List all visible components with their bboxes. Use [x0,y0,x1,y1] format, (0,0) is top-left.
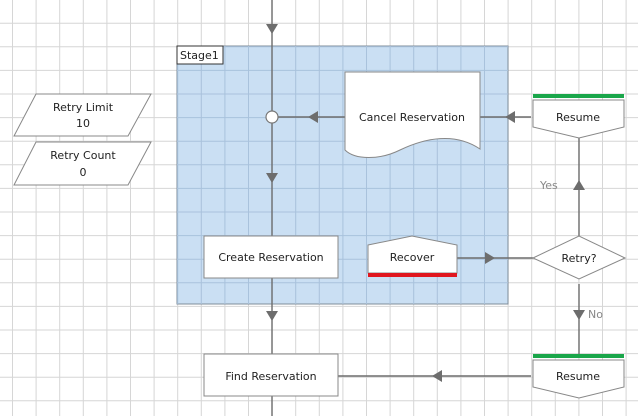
arrow-down-icon [266,173,278,183]
data-item-retry-count[interactable]: Retry Count 0 [13,141,152,186]
arrow-left-icon [432,370,442,382]
arrowheads [266,24,585,382]
data-item-name: Retry Count [50,149,116,162]
node-label: Retry? [561,252,596,265]
arrow-down-icon [573,310,585,320]
node-resume-top[interactable]: Resume [532,94,625,139]
resume-status-bar [533,354,624,358]
data-item-name: Retry Limit [53,101,114,114]
arrow-down-icon [266,311,278,321]
arrow-down-icon [266,24,278,34]
node-resume-bottom[interactable]: Resume [532,354,625,399]
resume-status-bar [533,94,624,98]
data-item-retry-limit[interactable]: Retry Limit 10 [13,93,152,137]
arrow-left-icon [308,111,318,123]
node-label: Find Reservation [225,370,316,383]
arrow-right-icon [485,252,495,264]
arrow-left-icon [505,111,515,123]
node-label: Recover [390,251,435,264]
arrow-up-icon [573,180,585,190]
node-retry-decision[interactable]: Retry? [531,235,627,280]
data-item-value: 10 [76,117,90,130]
node-find-reservation[interactable]: Find Reservation [203,353,339,397]
data-item-value: 0 [80,166,87,179]
node-label: Resume [556,370,600,383]
stage-label-box [176,45,224,65]
edge-label-no: No [588,308,603,321]
node-label: Resume [556,111,600,124]
node-cancel-reservation[interactable]: Cancel Reservation [344,71,481,158]
node-label: Cancel Reservation [359,111,465,124]
stage-label: Stage1 [180,49,219,62]
junction-anchor[interactable] [265,110,279,124]
node-create-reservation[interactable]: Create Reservation [203,235,339,279]
node-label: Create Reservation [218,251,323,264]
recover-status-bar [368,273,457,277]
node-recover[interactable]: Recover [367,235,458,277]
edge-label-yes: Yes [539,179,558,192]
